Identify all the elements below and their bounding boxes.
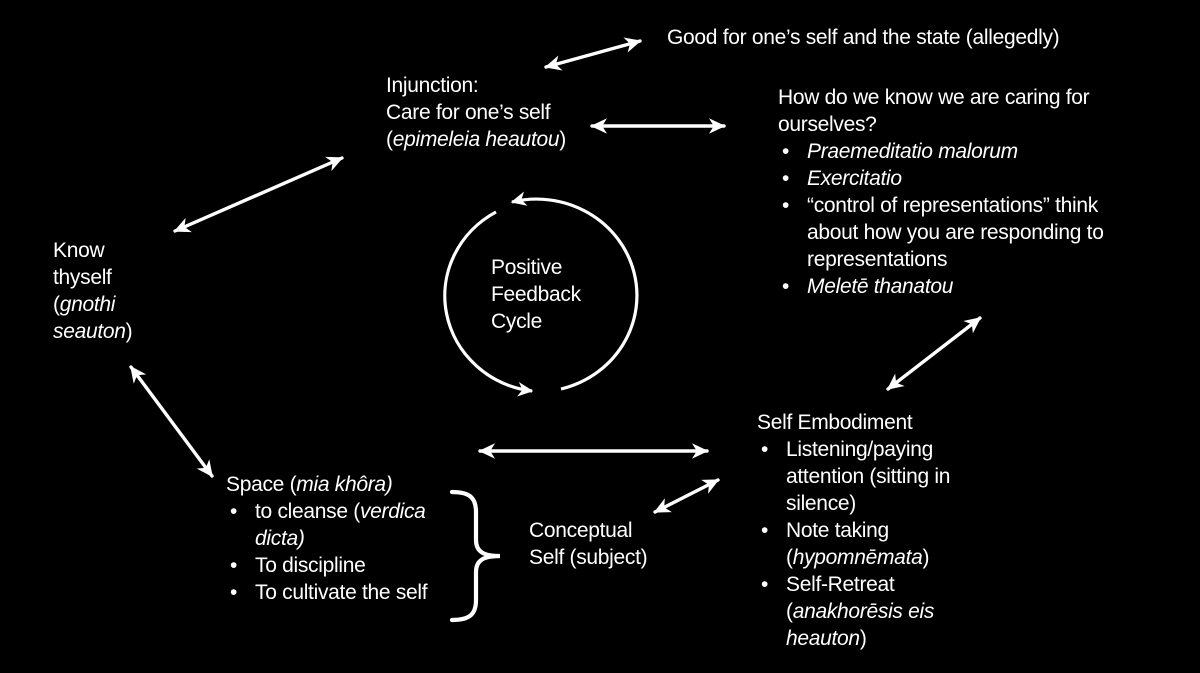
node-conceptual-self: Conceptual Self (subject) [529, 517, 648, 571]
bullet-dot: • [230, 554, 238, 577]
text-line: silence) [786, 492, 856, 515]
bullet-dot: • [782, 167, 790, 190]
text-line: ourselves? [778, 113, 877, 136]
bullet-item: • To cultivate the self [226, 579, 428, 606]
bullet-dot: • [230, 581, 238, 604]
node-positive-feedback-cycle: Positive Feedback Cycle [491, 254, 581, 335]
text-line: dicta) [255, 527, 305, 550]
text-line: Cycle [491, 310, 543, 333]
curly-brace [449, 489, 501, 623]
text-line: about how you are responding to [807, 221, 1104, 244]
text-line: attention (sitting in [786, 465, 951, 488]
bullet-item: • Listening/paying attention (sitting in… [757, 436, 950, 517]
bullet-item: • “control of representations” think abo… [778, 192, 1104, 273]
text-line: Good for one’s self and the state (alleg… [667, 26, 1060, 49]
text-line: Self-Retreat [786, 573, 895, 596]
text-line: to cleanse (verdica [255, 500, 426, 523]
text-line: Listening/paying [786, 438, 933, 461]
text-line: heauton) [786, 627, 867, 650]
text-line: Exercitatio [807, 167, 902, 190]
text-line: How do we know we are caring for [778, 86, 1090, 109]
text-line: Self (subject) [529, 546, 648, 569]
text-line: To discipline [255, 554, 366, 577]
text-line: Note taking [786, 519, 889, 542]
text-line: (gnothi [53, 293, 116, 316]
bullet-dot: • [761, 519, 769, 542]
node-self-embodiment: Self Embodiment • Listening/paying atten… [757, 409, 950, 652]
text-line: Care for one’s self [386, 101, 551, 124]
bullet-item: • To discipline [226, 552, 427, 579]
bullet-dot: • [230, 500, 238, 523]
text-line: Self Embodiment [757, 411, 913, 434]
arrow-conceptual-self-to-self-embodiment [653, 478, 720, 514]
text-line: To cultivate the self [255, 581, 428, 604]
node-space: Space (mia khôra) • to cleanse (verdica … [226, 471, 428, 606]
bullet-dot: • [761, 573, 769, 596]
bullet-item: • to cleanse (verdica dicta) [226, 498, 427, 552]
bullet-dot: • [782, 275, 790, 298]
node-good-state: Good for one’s self and the state (alleg… [667, 24, 1060, 51]
bullet-dot: • [782, 194, 790, 217]
text-line: (hypomnēmata) [786, 546, 930, 569]
bullet-item: • Meletē thanatou [778, 273, 1104, 300]
node-how-we-know: How do we know we are caring for ourselv… [778, 84, 1104, 300]
text-line: Praemeditatio malorum [807, 140, 1018, 163]
text-line: representations [807, 248, 948, 271]
arrow-know-thyself-to-injunction [173, 156, 344, 233]
text-line: “control of representations” think [807, 194, 1098, 217]
bullet-item: • Self-Retreat (anakhorēsis eis heauton) [757, 571, 950, 652]
text-line: Feedback [491, 283, 581, 306]
arrow-how-know-to-self-embodiment [886, 316, 982, 391]
arrow-injunction-to-good-state [544, 37, 642, 71]
node-know-thyself: Know thyself (gnothi seauton) [53, 237, 133, 345]
text-line: Conceptual [529, 519, 633, 542]
node-injunction: Injunction: Care for one’s self (epimele… [386, 72, 566, 153]
bullet-item: • Praemeditatio malorum [778, 138, 1104, 165]
text-line: Positive [491, 256, 563, 279]
bullet-item: • Note taking (hypomnēmata) [757, 517, 950, 571]
text-line: (epimeleia heautou) [386, 128, 566, 151]
text-line: Meletē thanatou [807, 275, 954, 298]
bullet-dot: • [761, 438, 769, 461]
arrow-know-thyself-to-space [129, 365, 214, 478]
bullet-item: • Exercitatio [778, 165, 1104, 192]
text-line: Know [53, 239, 105, 262]
text-line: Space (mia khôra) [226, 473, 393, 496]
text-line: thyself [53, 266, 112, 289]
text-line: seauton) [53, 320, 133, 343]
text-line: (anakhorēsis eis [786, 600, 935, 623]
text-line: Injunction: [386, 74, 479, 97]
bullet-dot: • [782, 140, 790, 163]
